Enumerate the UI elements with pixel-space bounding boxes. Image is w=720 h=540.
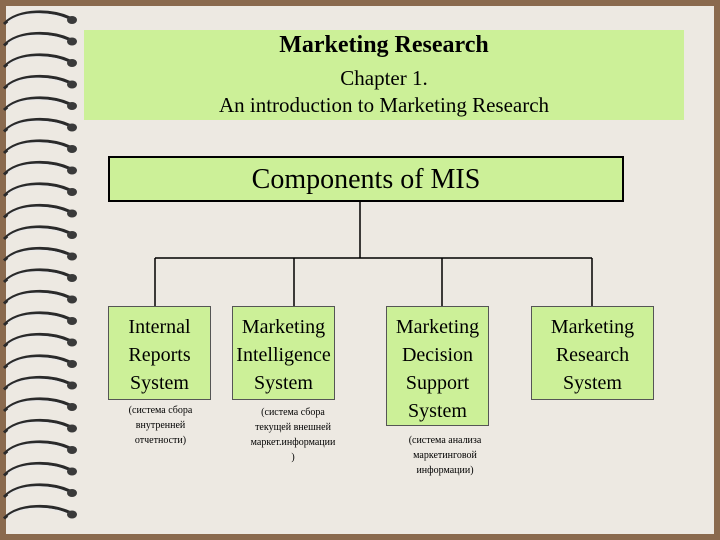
binding-ring-highlight	[7, 271, 67, 281]
binding-ring-highlight	[7, 400, 67, 410]
binding-ring-highlight	[7, 163, 67, 173]
component-label: Marketing Research System	[550, 316, 635, 394]
slide-header: Marketing Research Chapter 1. An introdu…	[84, 30, 684, 120]
binding-ring-highlight	[7, 464, 67, 474]
component-label: Marketing Intelligence System	[236, 316, 331, 394]
binding-ring	[2, 418, 71, 434]
binding-ring	[2, 504, 71, 520]
binding-ring-highlight	[7, 99, 67, 109]
binding-ring	[2, 182, 71, 198]
component-marketing-research: Marketing Research System	[531, 306, 654, 400]
binding-hole	[67, 37, 77, 46]
binding-ring-highlight	[7, 142, 67, 152]
component-note-internal-reports: (система сбора внутренней отчетности)	[128, 405, 193, 446]
binding-hole	[67, 166, 77, 175]
slide-title: Marketing Research	[279, 32, 489, 58]
binding-ring	[2, 225, 71, 241]
binding-ring	[2, 354, 71, 370]
binding-ring-highlight	[7, 13, 67, 23]
component-decision-support: Marketing Decision Support System	[386, 306, 489, 426]
binding-ring-highlight	[7, 421, 67, 431]
binding-ring	[2, 268, 71, 284]
binding-ring-highlight	[7, 185, 67, 195]
binding-ring	[2, 397, 71, 413]
component-note-decision-support: (система анализа маркетинговой информаци…	[408, 435, 482, 476]
binding-ring-highlight	[7, 378, 67, 388]
binding-hole	[67, 102, 77, 110]
component-marketing-intelligence: Marketing Intelligence System	[232, 306, 335, 400]
binding-hole	[67, 381, 77, 390]
binding-ring-highlight	[7, 443, 67, 453]
binding-ring-highlight	[7, 206, 67, 216]
binding-ring-highlight	[7, 335, 67, 345]
binding-ring-highlight	[7, 357, 67, 367]
binding-hole	[67, 467, 77, 476]
binding-hole	[67, 16, 77, 24]
binding-ring-highlight	[7, 292, 67, 302]
binding-ring	[2, 483, 71, 499]
binding-hole	[67, 188, 77, 196]
root-node-components-of-mis: Components of MIS	[108, 156, 624, 202]
binding-ring	[2, 375, 71, 391]
binding-ring-highlight	[7, 228, 67, 238]
binding-ring	[2, 461, 71, 477]
binding-ring-highlight	[7, 77, 67, 87]
binding-ring	[2, 139, 71, 155]
binding-hole	[67, 403, 77, 411]
binding-hole	[67, 123, 77, 132]
component-label: Internal Reports System	[128, 316, 191, 394]
binding-hole	[67, 446, 77, 454]
binding-ring	[2, 246, 71, 262]
binding-ring	[2, 31, 71, 47]
binding-hole	[67, 317, 77, 325]
binding-hole	[67, 209, 77, 218]
binding-hole	[67, 295, 77, 304]
binding-ring-highlight	[7, 314, 67, 324]
component-label: Marketing Decision Support System	[395, 316, 480, 422]
binding-hole	[67, 274, 77, 282]
binding-ring	[2, 74, 71, 90]
binding-hole	[67, 489, 77, 497]
binding-ring-highlight	[7, 249, 67, 259]
binding-hole	[67, 231, 77, 239]
binding-hole	[67, 80, 77, 89]
binding-hole	[67, 338, 77, 347]
binding-ring	[2, 96, 71, 112]
binding-ring	[2, 440, 71, 456]
binding-ring	[2, 10, 71, 26]
binding-ring-highlight	[7, 34, 67, 44]
binding-hole	[67, 59, 77, 67]
chapter-label: Chapter 1.	[340, 66, 428, 90]
binding-hole	[67, 252, 77, 261]
binding-ring	[2, 160, 71, 176]
binding-ring-highlight	[7, 120, 67, 130]
binding-hole	[67, 510, 77, 519]
binding-ring-highlight	[7, 486, 67, 496]
component-note-marketing-intelligence: (система сбора текущей внешней маркет.ин…	[250, 407, 336, 463]
binding-hole	[67, 360, 77, 368]
binding-ring	[2, 53, 71, 69]
binding-ring	[2, 203, 71, 219]
binding-ring-highlight	[7, 507, 67, 517]
binding-hole	[67, 145, 77, 153]
binding-ring	[2, 332, 71, 348]
binding-ring	[2, 311, 71, 327]
binding-ring	[2, 117, 71, 133]
chapter-subtitle: An introduction to Marketing Research	[218, 93, 550, 117]
binding-ring	[2, 289, 71, 305]
spiral-binding	[2, 10, 77, 520]
component-internal-reports: Internal Reports System	[108, 306, 211, 400]
binding-hole	[67, 424, 77, 433]
binding-ring-highlight	[7, 56, 67, 66]
